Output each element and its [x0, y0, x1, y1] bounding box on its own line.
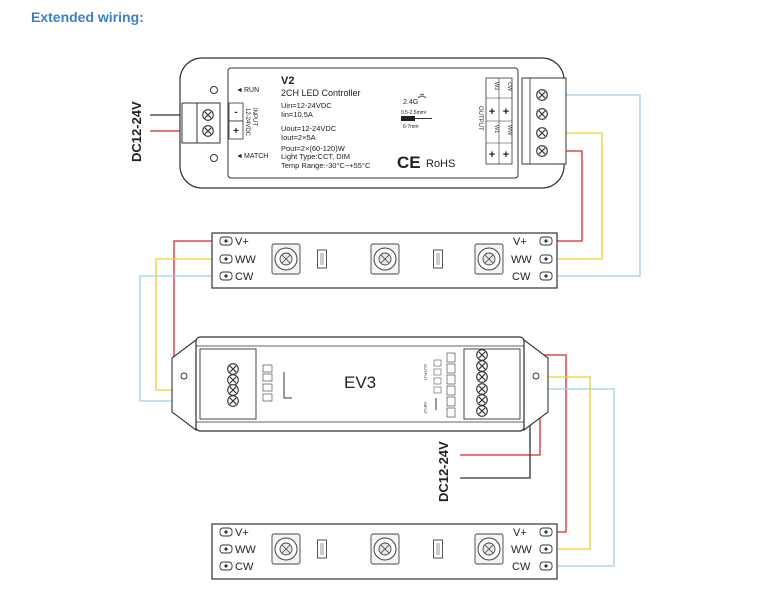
spec-line: Uin=12-24VDC [281, 101, 332, 110]
ev3-output-label: OUTPUT [423, 364, 428, 381]
spec-line: Temp Range:-30°C~+55°C [281, 161, 371, 170]
spec-line: Uout=12-24VDC [281, 124, 337, 133]
v2-specs: Uin=12-24VDC Iin=10.5A Uout=12-24VDC Iou… [281, 101, 371, 170]
v2-input-voltage: 12-24VDC [244, 108, 250, 137]
dc-label-bottom: DC12-24V [436, 441, 451, 502]
ev3-name: EV3 [344, 373, 376, 392]
v2-out-plus: + [503, 106, 509, 118]
v2-name: 2CH LED Controller [281, 88, 361, 98]
v2-input-minus: - [234, 107, 237, 118]
rf-label: 2.4G [403, 99, 418, 106]
v2-out-plus: + [503, 149, 509, 161]
spec-line: Iout=2×5A [281, 133, 316, 142]
v2-input-plus: + [233, 126, 239, 137]
diagram-title: Extended wiring: [31, 9, 144, 25]
ev3-input-label: INPUT [423, 402, 428, 415]
v2-input-label: INPUT [251, 108, 257, 126]
wifi-icon [417, 93, 427, 99]
v2-out-plus: + [489, 106, 495, 118]
dc-label-top: DC12-24V [129, 101, 144, 162]
strip1-vplus-right: V+ [513, 236, 527, 248]
v2-out-cw: CW [506, 82, 512, 92]
v2-output-panel: W2 CW + + W1 WW + + OUTPUT [477, 77, 513, 165]
run-label: RUN [244, 87, 259, 94]
strip1-ww-right: WW [511, 254, 532, 266]
v2-out-plus: + [489, 149, 495, 161]
wire-strip-icon [401, 116, 415, 121]
v2-out-ww: WW [506, 125, 512, 136]
strip2-cw-left: CW [235, 561, 254, 573]
strip2-ww-right: WW [511, 544, 532, 556]
match-button-label[interactable]: MATCH [244, 153, 268, 160]
v2-model: V2 [281, 75, 294, 87]
v2-controller: ◄ RUN ◄ MATCH - + INPUT 12-24VDC V2 2CH … [179, 57, 567, 189]
spec-line: Light Type:CCT, DIM [281, 152, 350, 161]
wire-v2-cw [546, 94, 641, 277]
strip2-cw-right: CW [512, 561, 531, 573]
rohs-mark: RoHS [426, 158, 455, 170]
run-indicator: ◄ [236, 87, 243, 94]
v2-input-terminal [181, 102, 221, 144]
strip2-vplus-left: V+ [235, 527, 249, 539]
strip1-ww-left: WW [235, 254, 256, 266]
ce-mark: CE [397, 153, 421, 172]
strip1-cw-left: CW [235, 271, 254, 283]
strip2-vplus-right: V+ [513, 527, 527, 539]
led-strip-2: V+ WW CW V+ WW CW [211, 523, 558, 580]
v2-label-panel [227, 67, 519, 179]
strip1-vplus-left: V+ [235, 236, 249, 248]
led-strip-1: V+ WW CW V+ WW CW [211, 232, 558, 289]
v2-out-w1: W1 [493, 125, 499, 133]
v2-out-w2: W2 [493, 82, 499, 90]
spec-line: Iin=10.5A [281, 110, 313, 119]
wire-size-label: 0.5-2.5mm² [401, 110, 427, 116]
wire-v2-ww [542, 132, 603, 260]
strip-length-label: 6-7mm [403, 124, 419, 130]
v2-output-label: OUTPUT [477, 106, 483, 131]
ev3-repeater: EV3 OUTPUT INPUT [171, 336, 549, 432]
svg-text:◄: ◄ [236, 153, 243, 160]
spec-line: Pout=2×(60-120)W [281, 144, 346, 153]
strip2-ww-left: WW [235, 544, 256, 556]
strip1-cw-right: CW [512, 271, 531, 283]
